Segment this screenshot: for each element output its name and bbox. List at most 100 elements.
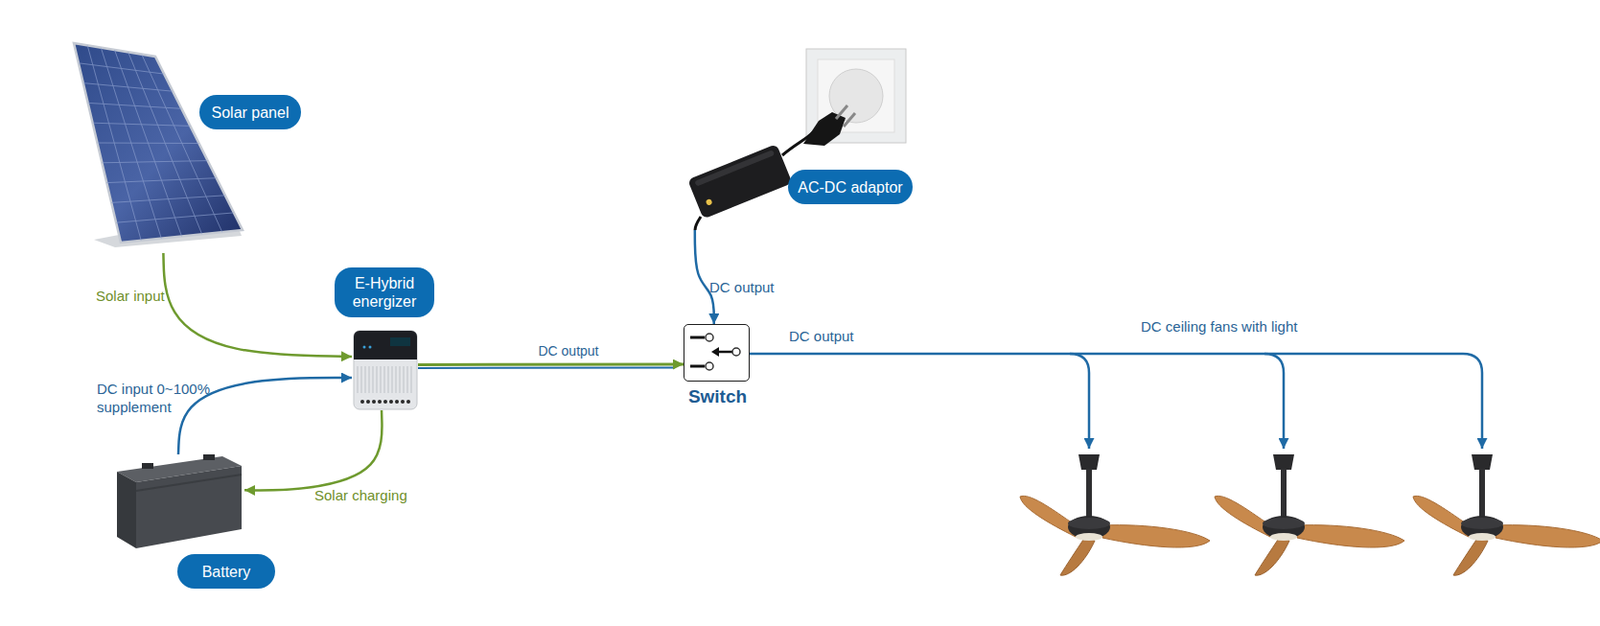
energizer-device-part [369,346,372,349]
fan-supply-wire [749,353,1483,449]
energizer-device-part-part [366,399,371,404]
flow-connector [178,377,352,455]
battery-illustration-part [141,463,154,469]
switch-symbol-part [705,333,714,342]
solar-panel-illustration-part-part [97,142,200,145]
edge-label: DC output [520,342,617,361]
energizer-device-part-part [402,366,404,394]
energizer-device-part [353,330,418,410]
solar-panel-illustration-part-part [111,195,226,204]
edge-label: Solar input [95,286,211,305]
ac-dc-adaptor-illustration-part-part [705,198,714,207]
energizer-device [353,330,418,410]
energizer-device-part [357,366,412,394]
energizer-device-part-part [383,399,388,404]
wire-label: DC output [788,326,895,346]
solar-panel-illustration-part-part [101,161,208,163]
ac-dc-adaptor-illustration-part [695,216,701,231]
energizer-device-part-part [364,366,366,394]
flow-connector [695,230,715,325]
connector-path [162,253,352,357]
battery: Battery [112,454,245,552]
connector-path [695,230,715,325]
solar-panel-illustration-part-part [115,212,234,223]
energizer-device-part-part [394,366,396,394]
ac-dc-adaptor-illustration-part [843,113,856,127]
flow-connector [162,253,352,357]
energizer-device-part [363,346,367,349]
solar-panel-illustration-part [73,43,243,243]
node-pill-label: Battery [177,554,276,589]
ac-dc-adaptor: AC-DC adaptor [688,48,906,231]
connector-path [244,410,383,491]
energizer-device-part-part [368,366,370,394]
energizer-device-part-part [410,366,412,394]
energizer: E-Hybrid energizer [351,328,418,411]
connector-twin-line [417,367,675,370]
ac-dc-adaptor-illustration-part-part [694,149,775,187]
switch-symbol-part [683,324,750,382]
energizer-device-part-part [394,399,399,404]
ac-dc-adaptor-illustration-part [687,143,792,219]
switch-symbol-part [717,350,733,354]
node-pill-label: Solar panel [199,94,302,130]
battery-illustration-part [136,474,242,491]
fan-supply-wire-part [749,353,1483,449]
solar-panel-illustration-part-part [83,83,173,93]
switch-box: Switch [683,324,750,382]
connector-layer-part [162,230,714,491]
energizer-device-part-part [356,366,358,394]
connector-path [417,363,684,367]
energizer-device-part-part [389,399,394,404]
energizer-device-part-part [400,399,405,404]
energizer-device-part [390,337,411,347]
flow-connector [417,364,684,369]
switch-symbol-part [690,336,705,340]
flow-connector [244,410,383,491]
switch-symbol-part [705,362,714,371]
edge-label: DC output [709,278,796,297]
ac-dc-adaptor-illustration-part [835,105,848,119]
solar-panel-illustration-part [78,45,234,241]
energizer-device-part-part [387,366,389,394]
energizer-device-part-part [383,366,385,394]
energizer-device-part-part [371,399,376,404]
switch-heading: Switch [660,385,775,409]
battery-illustration [116,454,242,549]
energizer-device-part-part [391,366,393,394]
solar-panel: Solar panel [71,41,245,254]
switch-symbol-part [711,347,719,357]
energizer-device-part-part [360,366,362,394]
ceiling-fan [1214,454,1405,576]
ceiling-fan [1020,454,1210,576]
solar-panel-illustration [73,43,243,248]
fan-supply-wire-part [1069,353,1090,449]
energizer-device-part-part [371,366,373,394]
edge-label: DC input 0~100% supplement [96,379,232,417]
energizer-device-part-part [360,399,365,404]
energizer-device-part [360,399,411,404]
energizer-device-part [353,330,418,360]
energizer-device-part-part [375,366,377,394]
switch-symbol [683,324,750,382]
energizer-device-part-part [398,366,400,394]
fan-supply-wire-part [1264,353,1284,449]
ceiling-fan [1413,454,1600,576]
load-caption: DC ceiling fans with light [1140,317,1362,336]
energizer-device-part-part [406,399,411,404]
energizer-device-part-part [406,366,408,394]
solar-panel-illustration-part-part [78,63,164,74]
connector-path [178,377,352,455]
solar-panel-illustration-part-part [92,122,191,126]
solar-panel-illustration-part-part [88,102,183,109]
energizer-device-part-part [377,399,382,404]
ac-dc-adaptor-illustration-part-part [687,143,792,219]
switch-symbol-part [690,365,705,369]
battery-illustration-part [116,471,137,549]
energizer-device-part-part [379,366,381,394]
solar-panel-illustration-part-part [106,178,216,184]
